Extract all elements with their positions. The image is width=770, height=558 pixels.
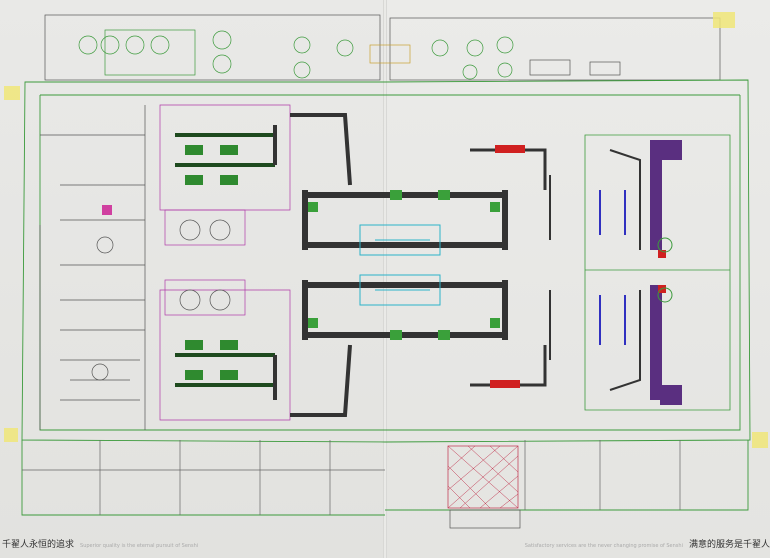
tape (4, 428, 18, 442)
left-caption-en: Superior quality is the eternal pursuit … (80, 543, 199, 549)
tape (4, 86, 20, 100)
tape (713, 12, 735, 28)
utility-strip (44, 14, 721, 81)
conveyor-lines-left (175, 113, 352, 417)
left-caption-cn: 千翟人永恒的追求 (2, 540, 75, 550)
bottom-rooms (22, 440, 681, 529)
page-fold (383, 0, 387, 558)
right-page (385, 0, 770, 558)
left-rooms (39, 104, 291, 430)
left-caption: 千翟人永恒的追求 Superior quality is the eternal … (2, 537, 198, 550)
right-caption-en: Satisfactory services are the never chan… (524, 543, 683, 549)
central-loops (302, 145, 547, 388)
left-page (0, 0, 385, 558)
tape (752, 432, 768, 448)
right-caption: Satisfactory services are the never chan… (525, 537, 770, 550)
right-lines (549, 134, 731, 411)
right-caption-cn: 满意的服务是千翟人 (688, 540, 770, 550)
